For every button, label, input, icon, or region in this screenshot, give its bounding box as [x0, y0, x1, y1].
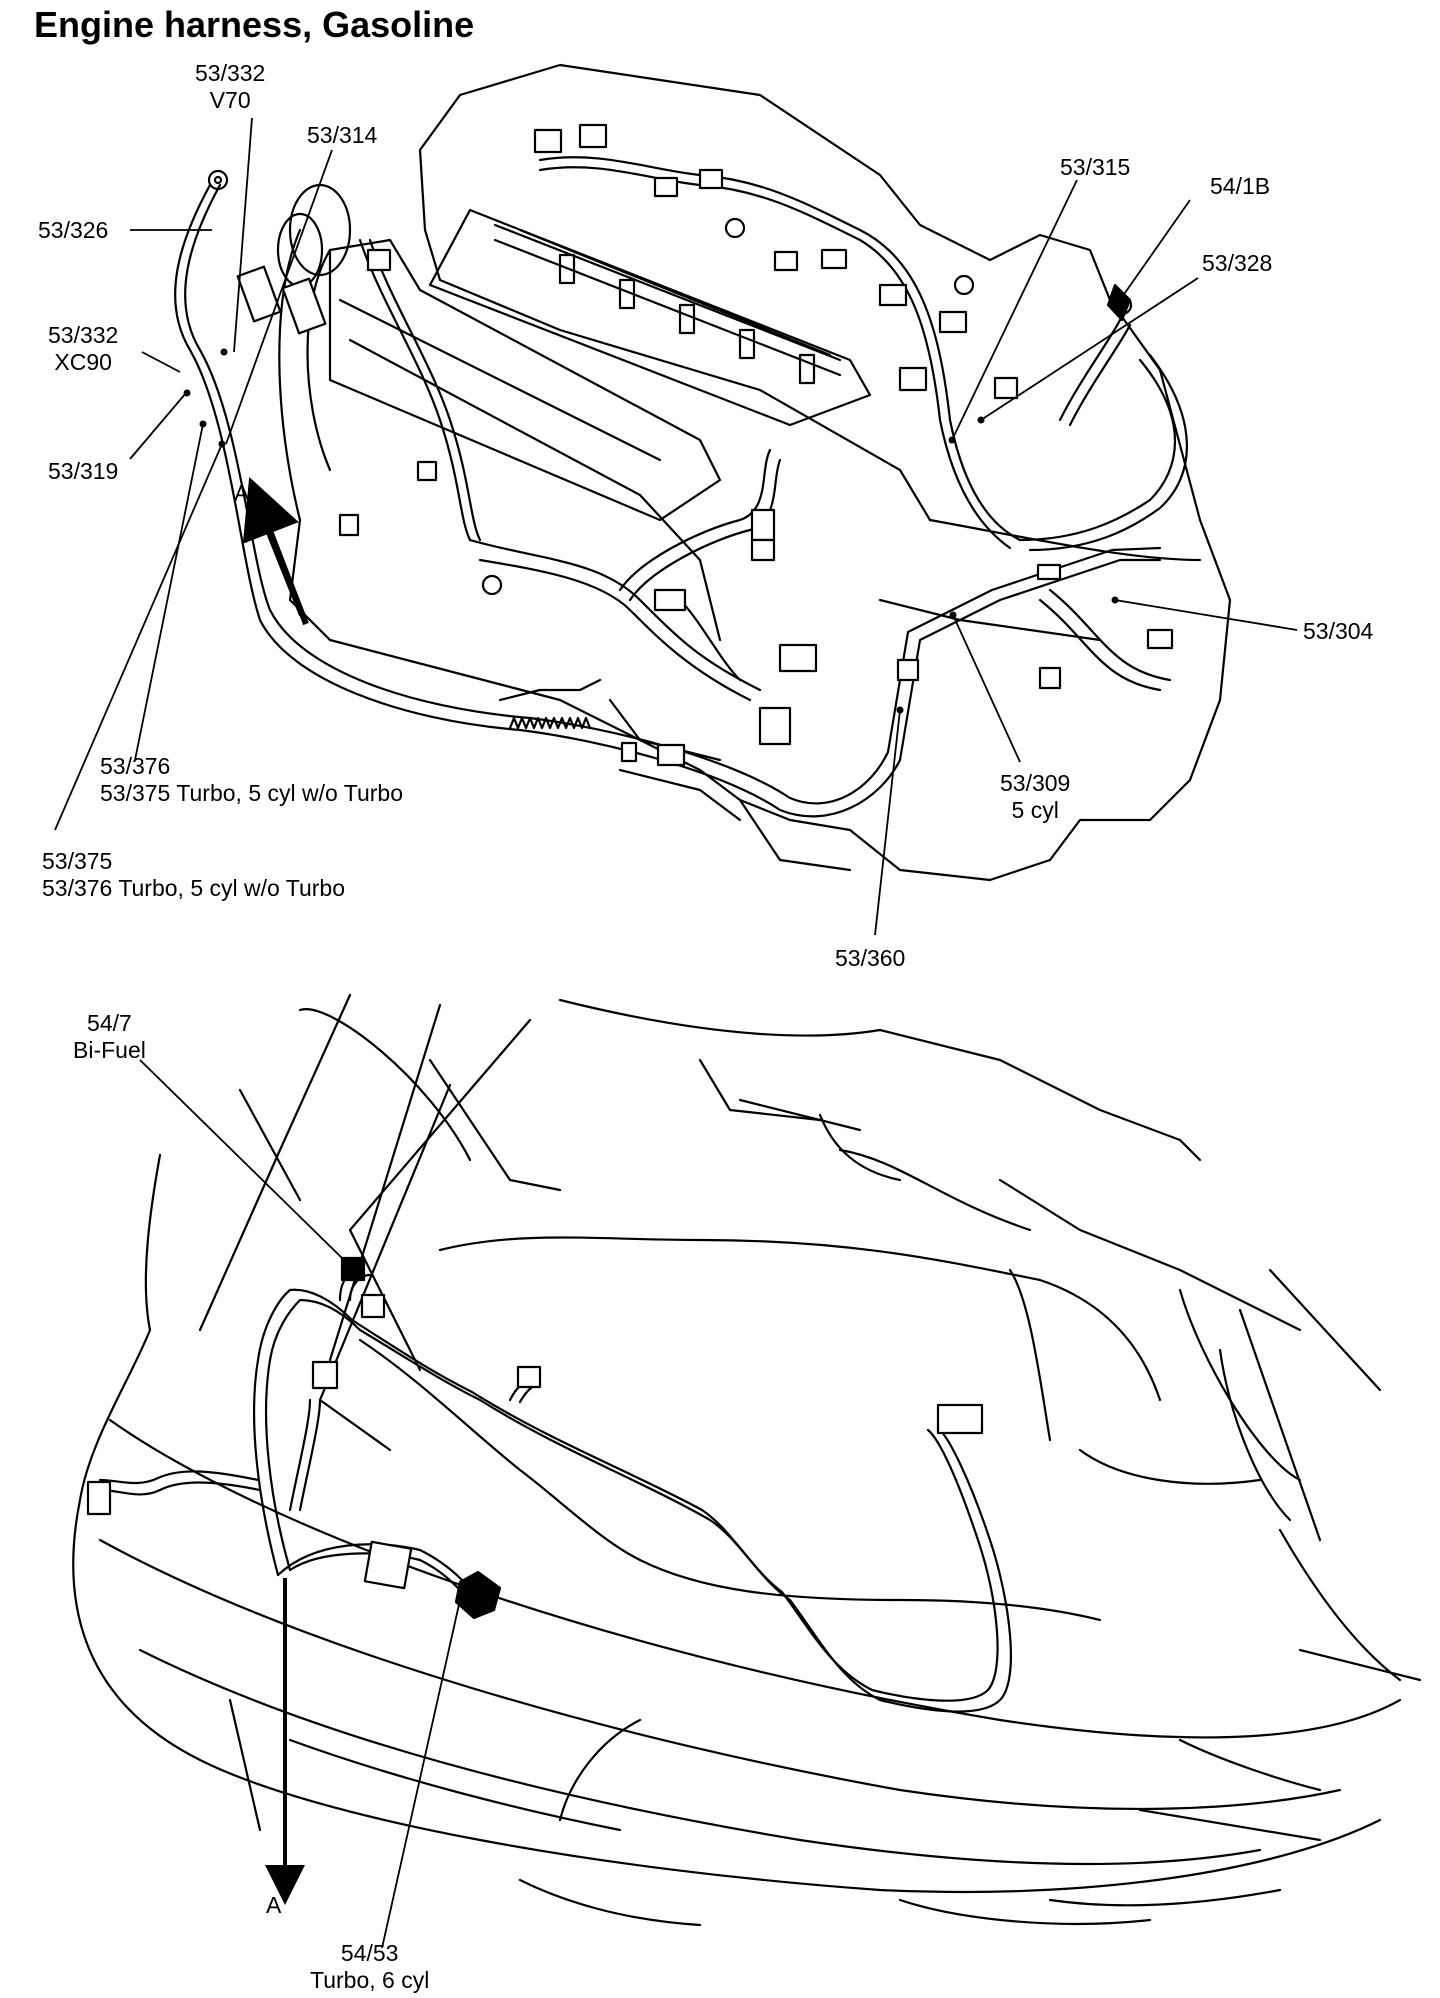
label-line: 5 cyl: [1011, 797, 1059, 823]
label-53-376: 53/376 53/375 Turbo, 5 cyl w/o Turbo: [100, 753, 403, 807]
engine-connectors: [236, 123, 1174, 767]
label-line: 53/332: [48, 322, 119, 348]
leader-lines-bottom: [139, 1059, 461, 1949]
label-a-top: A: [234, 480, 250, 506]
callout-points-top: [183, 348, 1119, 714]
label-53-304: 53/304: [1303, 618, 1374, 644]
label-53-375: 53/375 53/376 Turbo, 5 cyl w/o Turbo: [42, 848, 345, 902]
label-line: 54/7: [87, 1010, 132, 1036]
label-a-bottom: A: [266, 1892, 282, 1918]
engine-drawing: [276, 63, 1232, 882]
vehicle-drawing: [72, 993, 1422, 1927]
label-line: 53/375 Turbo, 5 cyl w/o Turbo: [100, 780, 404, 806]
label-line: Turbo, 6 cyl: [310, 1967, 430, 1993]
label-line: V70: [209, 87, 251, 113]
label-53-315: 53/315: [1060, 154, 1131, 180]
page-title: Engine harness, Gasoline: [34, 4, 475, 45]
body-connectors: [86, 1256, 984, 1620]
label-53-360: 53/360: [835, 945, 906, 971]
label-line: 53/332: [195, 60, 266, 86]
label-53-328: 53/328: [1202, 250, 1273, 276]
leader-lines-top: [54, 117, 1298, 936]
label-53-309: 53/309 5 cyl: [1000, 770, 1070, 824]
label-53-332-v70: 53/332 V70: [195, 60, 265, 114]
label-line: 54/53: [340, 1940, 399, 1966]
label-54-1b: 54/1B: [1210, 173, 1271, 199]
body-harness: [98, 1268, 1012, 1713]
ignition-coils: [493, 223, 842, 385]
direction-arrow-a-top: [242, 477, 309, 626]
label-line: Bi-Fuel: [73, 1037, 146, 1063]
label-54-7: 54/7 Bi-Fuel: [73, 1010, 146, 1064]
label-line: 53/309: [1000, 770, 1071, 796]
label-54-53: 54/53 Turbo, 6 cyl: [310, 1940, 429, 1994]
label-53-319: 53/319: [48, 458, 119, 484]
label-line: 53/376: [100, 753, 171, 779]
label-line: 53/376 Turbo, 5 cyl w/o Turbo: [42, 875, 346, 901]
label-line: XC90: [54, 349, 112, 375]
label-53-314: 53/314: [307, 122, 378, 148]
label-53-332-xc90: 53/332 XC90: [48, 322, 118, 376]
label-53-326: 53/326: [38, 217, 109, 243]
label-line: 53/375: [42, 848, 113, 874]
